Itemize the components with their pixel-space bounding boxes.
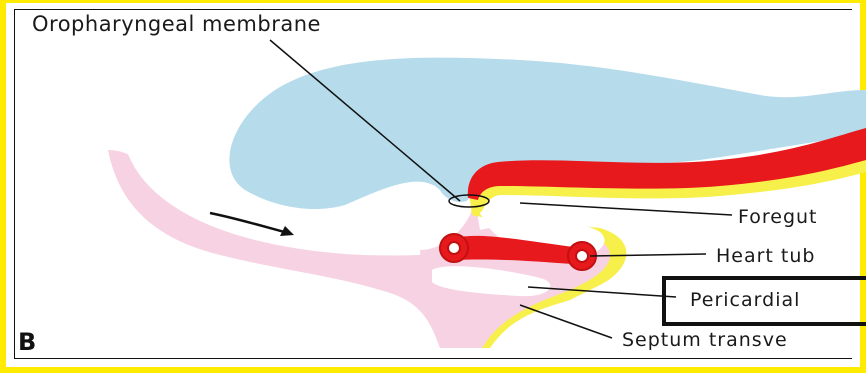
label-septum-transversum: Septum transve bbox=[622, 329, 788, 351]
panel-letter: B bbox=[18, 328, 36, 356]
label-oropharyngeal-membrane: Oropharyngeal membrane bbox=[32, 12, 321, 36]
label-foregut: Foregut bbox=[738, 206, 818, 228]
leader-foregut bbox=[520, 203, 732, 215]
label-pericardial: Pericardial bbox=[690, 289, 800, 311]
leader-septum bbox=[520, 305, 612, 338]
label-heart-tube: Heart tub bbox=[716, 245, 815, 267]
